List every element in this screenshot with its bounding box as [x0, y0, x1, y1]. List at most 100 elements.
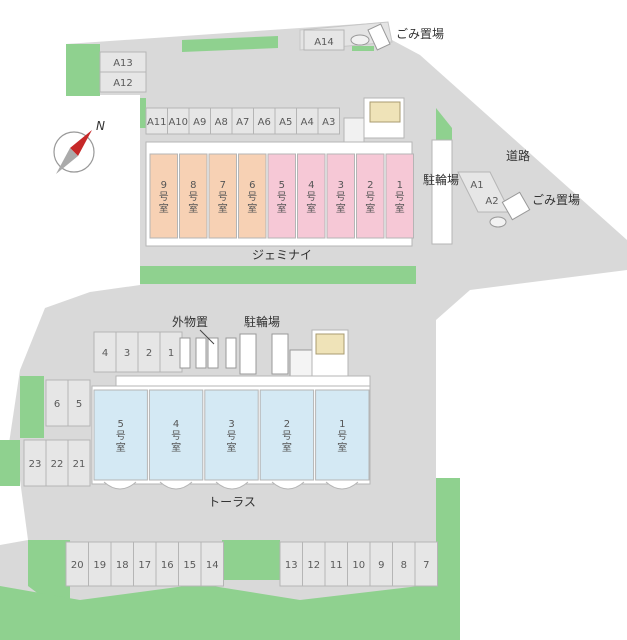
taurus-parking-label: 3	[124, 348, 130, 359]
room-number: 室	[171, 441, 181, 454]
taurus-parking-label: 13	[285, 560, 298, 571]
taurus-parking-label: 15	[183, 560, 196, 571]
balcony-arc	[103, 481, 137, 490]
room-number: 室	[277, 202, 287, 215]
gemini-parking-slot	[317, 107, 340, 135]
room-number: 8	[190, 180, 196, 191]
room-number: 号	[171, 430, 181, 442]
room-number: 室	[306, 202, 316, 215]
taurus-parking-label: 6	[54, 399, 60, 410]
room-number: 5	[118, 419, 124, 430]
parking-A13: A13	[113, 58, 133, 69]
taurus-parking-label: 20	[71, 560, 84, 571]
room-number: 号	[282, 430, 292, 442]
room-number: 室	[116, 441, 126, 454]
compass-needle-icon	[70, 130, 92, 156]
parking-A1: A1	[470, 180, 483, 191]
gemini-parking-label: A3	[322, 117, 335, 128]
room-number: 号	[159, 191, 169, 203]
taurus-parking-label: 1	[168, 348, 174, 359]
room-number: 1	[397, 180, 403, 191]
balcony-arc	[325, 481, 359, 490]
room-number: 室	[247, 202, 257, 215]
room-unit	[297, 153, 326, 239]
room-number: 号	[218, 191, 228, 203]
room-number: 号	[247, 191, 257, 203]
room-unit	[326, 153, 355, 239]
room-number: 7	[220, 180, 226, 191]
room-number: 2	[367, 180, 373, 191]
room-number: 2	[284, 419, 290, 430]
taurus-parking-label: 9	[378, 560, 384, 571]
room-unit	[267, 153, 296, 239]
gemini-parking-label: A10	[168, 117, 188, 128]
trash-top-label: ごみ置場	[396, 26, 444, 41]
room-number: 6	[249, 180, 255, 191]
taurus-parking-label: 12	[307, 560, 320, 571]
trash-area-top	[350, 23, 391, 51]
room-number: 5	[279, 180, 285, 191]
parking-A12: A12	[113, 78, 133, 89]
room-number: 室	[337, 441, 347, 454]
taurus-label: トーラス	[208, 495, 256, 509]
taurus-parking-label: 8	[401, 560, 407, 571]
gemini-parking-label: A4	[301, 117, 314, 128]
compass: N	[53, 119, 105, 174]
storage-units	[179, 337, 237, 369]
gemini-parking-label: A11	[147, 117, 167, 128]
room-number: 1	[339, 419, 345, 430]
balcony-arc	[215, 481, 249, 490]
room-number: 室	[282, 441, 292, 454]
room-unit	[238, 153, 267, 239]
taurus-parking-label: 4	[102, 348, 108, 359]
room-number: 室	[395, 202, 405, 215]
room-number: 4	[173, 419, 179, 430]
taurus-stairs	[289, 329, 349, 379]
room-number: 号	[395, 191, 405, 203]
gemini-parking-left: A13 A12	[99, 51, 147, 93]
room-unit	[356, 153, 385, 239]
taurus-parking-slot	[414, 541, 438, 587]
room-number: 号	[116, 430, 126, 442]
taurus-parking-slot	[200, 541, 224, 587]
compass-north: N	[96, 119, 105, 133]
room-unit	[315, 389, 370, 481]
taurus-parking-label: 16	[161, 560, 174, 571]
taurus-parking-label: 17	[138, 560, 151, 571]
road-label: 道路	[506, 148, 530, 163]
taurus-parking-label: 2	[146, 348, 152, 359]
room-unit	[93, 389, 148, 481]
storage-label: 外物置	[172, 315, 208, 329]
taurus-parking-label: 7	[423, 560, 429, 571]
storage-pointer	[199, 329, 215, 345]
room-number: 室	[218, 202, 228, 215]
room-number: 室	[336, 202, 346, 215]
gemini-label: ジェミナイ	[252, 248, 312, 262]
room-number: 号	[306, 191, 316, 203]
taurus-parking-label: 18	[116, 560, 129, 571]
room-unit	[385, 153, 414, 239]
room-number: 9	[161, 180, 167, 191]
gemini-parking-label: A7	[236, 117, 249, 128]
taurus-parking-label: 23	[29, 459, 42, 470]
room-number: 号	[188, 191, 198, 203]
gemini-parking-label: A8	[215, 117, 228, 128]
trash-right-label: ごみ置場	[532, 192, 580, 207]
balcony-arc	[159, 481, 193, 490]
room-number: 号	[227, 430, 237, 442]
room-unit	[259, 389, 315, 481]
balcony-arc	[271, 481, 305, 490]
room-number: 室	[159, 202, 169, 215]
taurus-parking-label: 21	[73, 459, 86, 470]
taurus-parking-slot	[67, 439, 91, 487]
room-unit	[208, 153, 237, 239]
room-number: 号	[277, 191, 287, 203]
taurus-parking-label: 5	[76, 399, 82, 410]
taurus-parking-slot	[67, 379, 91, 427]
room-number: 3	[338, 180, 344, 191]
